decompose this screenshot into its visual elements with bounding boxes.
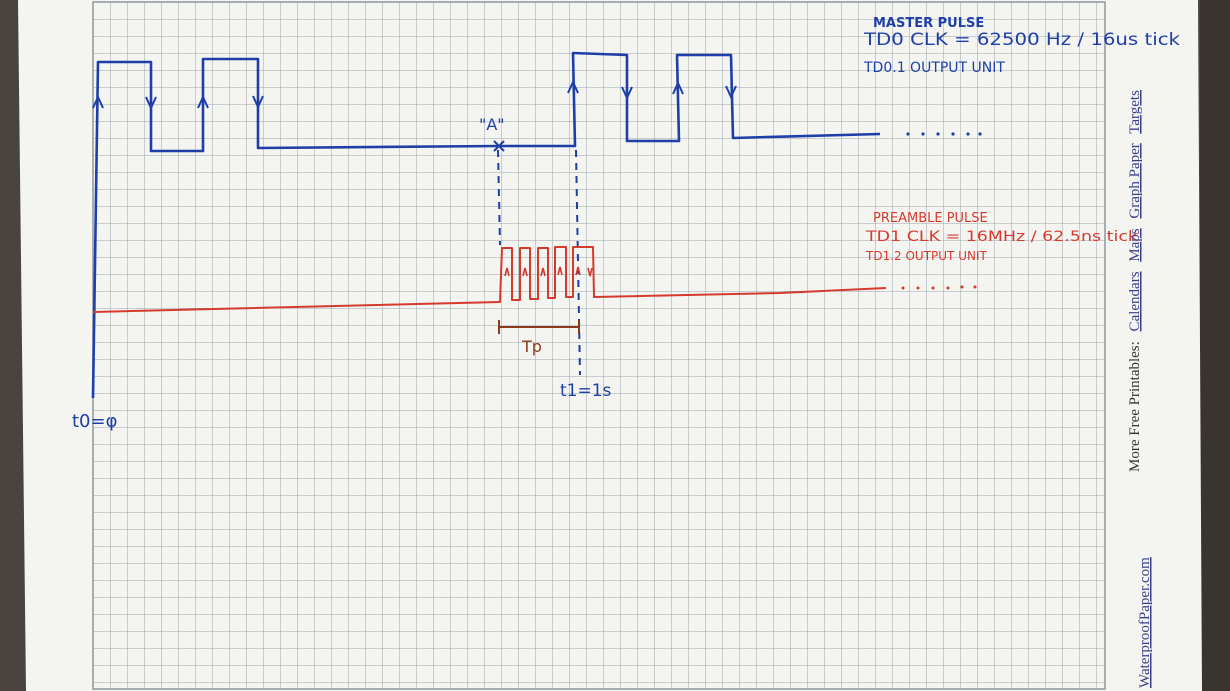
falling-arrow-icon [252,95,264,110]
printables-prefix: More Free Printables: [1127,341,1143,472]
master-edge-arrows [92,79,737,111]
printed-site: WaterproofPaper.com [1137,557,1153,688]
preamble-continuation-dots [901,285,977,290]
dashed-guides [497,149,581,376]
site-link[interactable]: WaterproofPaper.com [1137,557,1153,688]
preamble-edge-arrows [504,266,593,277]
t1-label: t1=1s [560,381,612,401]
svg-text:More Free Printables: Ca: More Free Printables: Calendars Maps Gra… [1127,90,1143,472]
tp-bracket [498,320,580,334]
rising-arrow-icon [567,79,579,94]
falling-arrow-icon [725,85,737,100]
guide-a [497,149,501,246]
preamble-pulse-output: TD1.2 OUTPUT UNIT [865,249,987,263]
falling-arrow-icon [145,96,157,111]
master-pulse-title: MASTER PULSE [873,16,984,31]
point-a-marker [493,140,505,152]
printed-margin: More Free Printables: Calendars Maps Gra… [1127,90,1143,472]
master-pulse-clock: TD0 CLK = 62500 Hz / 16us tick [863,30,1180,50]
link-targets[interactable]: Targets [1127,90,1143,134]
link-calendars[interactable]: Calendars [1127,271,1143,331]
t0-label: t0=φ [72,411,117,432]
falling-arrow-icon [621,86,633,101]
preamble-pulse-waveform [92,246,887,313]
rising-arrow-icon [672,80,684,95]
preamble-pulse-title: PREAMBLE PULSE [873,211,988,226]
desk-background [1200,0,1230,691]
master-continuation-dots [906,132,982,136]
tp-label: Tp [521,337,542,356]
grid-area [93,2,1105,689]
rising-arrow-icon [197,94,209,109]
point-a-label: "A" [479,115,505,134]
master-pulse-output: TD0.1 OUTPUT UNIT [863,60,1005,76]
master-pulse-waveform [91,51,881,399]
link-maps[interactable]: Maps [1127,228,1143,261]
guide-t1 [575,149,581,376]
preamble-pulse-clock: TD1 CLK = 16MHz / 62.5ns tick [865,229,1139,245]
link-graph-paper[interactable]: Graph Paper [1127,143,1143,218]
rising-arrow-icon [92,94,104,109]
